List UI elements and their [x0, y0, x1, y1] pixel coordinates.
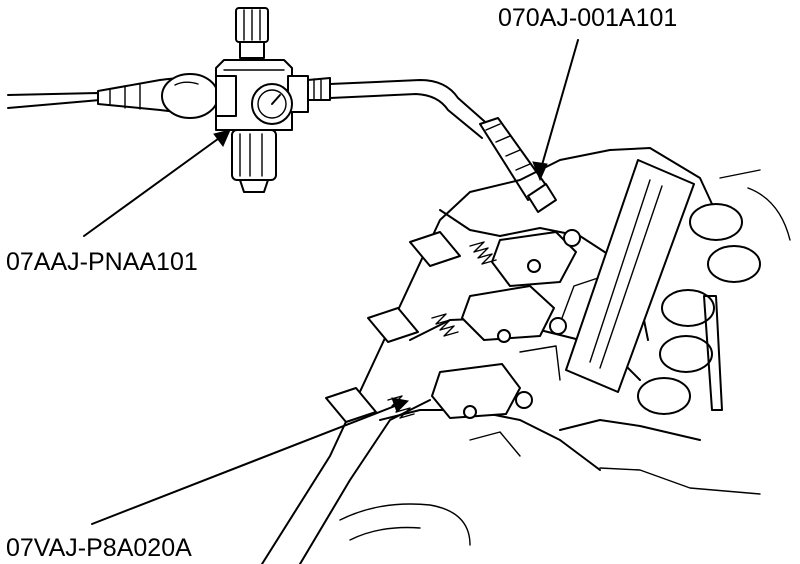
- leader-middle-left: [83, 135, 223, 237]
- arrowhead-top-right: [532, 161, 548, 182]
- outlet-hose: [307, 77, 557, 213]
- air-regulator: [215, 7, 309, 193]
- part-number-label: 07AAJ-PNAA101: [6, 248, 198, 276]
- leader-top-right: [539, 39, 579, 173]
- cylinder-head: [261, 147, 791, 564]
- leader-bottom-left: [91, 403, 401, 525]
- arrowhead-middle-left: [213, 129, 231, 147]
- part-number-label: 07VAJ-P8A020A: [6, 534, 192, 562]
- part-number-label: 070AJ-001A101: [498, 4, 678, 32]
- leader-lines: [83, 39, 579, 525]
- arrowhead-bottom-left: [391, 397, 410, 413]
- air-hose: [7, 73, 219, 119]
